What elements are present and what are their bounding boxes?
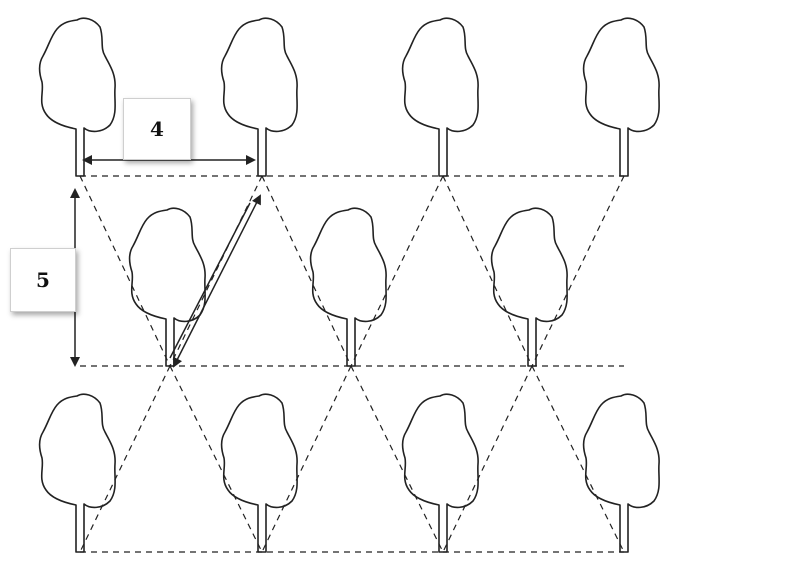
diag-bottom-right-2 xyxy=(350,365,444,553)
diag-top-right-1 xyxy=(169,175,263,367)
diag-top-left-1 xyxy=(79,175,171,367)
diagonal-spacing-arrow-inner xyxy=(169,202,251,359)
horizontal-spacing-label: 4 xyxy=(123,98,191,160)
diagonal-spacing-arrow-outer xyxy=(173,194,261,368)
tree-row3-1 xyxy=(38,393,116,553)
diag-bottom-left-2 xyxy=(261,365,352,553)
dashed-grid-lines xyxy=(79,175,625,553)
tree-row3-3 xyxy=(401,393,479,553)
diag-bottom-left-3 xyxy=(442,365,533,553)
diag-top-left-2 xyxy=(261,175,352,367)
tree-row1-1 xyxy=(38,17,116,177)
diag-top-right-2 xyxy=(350,175,444,367)
diag-bottom-left-1 xyxy=(79,365,171,553)
tree-row1-2 xyxy=(220,17,298,177)
diag-top-right-3 xyxy=(531,175,625,367)
tree-row2-1 xyxy=(128,207,206,367)
diag-top-left-3 xyxy=(442,175,533,367)
tree-row3-4 xyxy=(582,393,660,553)
tree-row2-2 xyxy=(309,207,387,367)
tree-row1-3 xyxy=(401,17,479,177)
tree-row1-4 xyxy=(582,17,660,177)
dimension-arrows xyxy=(70,155,261,368)
tree-row3-2 xyxy=(220,393,298,553)
diag-bottom-right-1 xyxy=(169,365,263,553)
row-spacing-label: 5 xyxy=(10,248,76,312)
diag-bottom-right-3 xyxy=(531,365,625,553)
tree-row2-3 xyxy=(490,207,568,367)
